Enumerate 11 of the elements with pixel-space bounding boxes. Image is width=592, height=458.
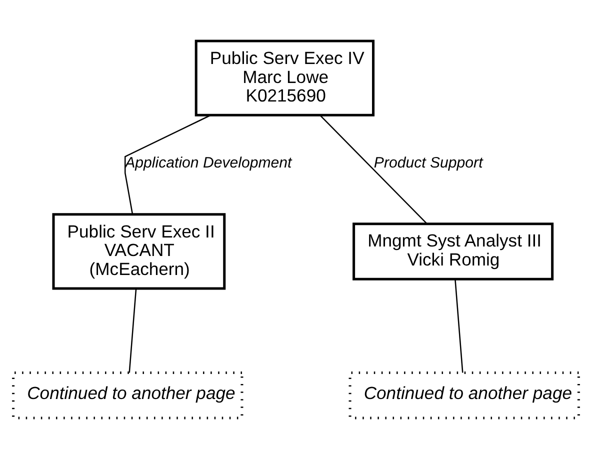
edge-label: Product Support	[374, 154, 483, 171]
node-box: Continued to another page	[348, 370, 580, 419]
edge-label: Application Development	[125, 154, 292, 171]
connector	[454, 278, 464, 372]
connector	[320, 114, 428, 224]
node-box: Continued to another page	[12, 370, 244, 419]
connector	[124, 114, 211, 214]
connector	[128, 288, 137, 372]
node-box: Mngmt Syst Analyst III Vicki Romig	[352, 222, 554, 280]
node-box: Public Serv Exec II VACANT (McEachern)	[52, 212, 226, 290]
node-box: Public Serv Exec IV Marc Lowe K0215690	[194, 39, 375, 116]
